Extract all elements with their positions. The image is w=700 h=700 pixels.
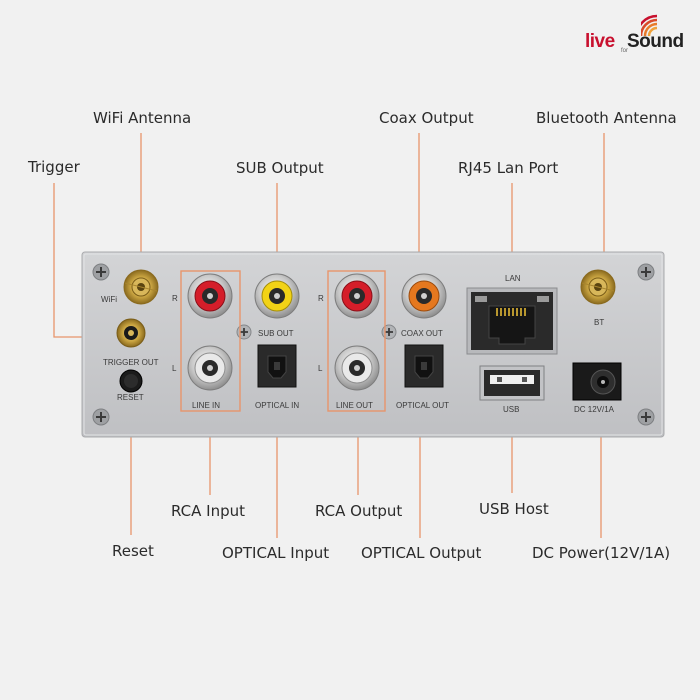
screw-icon: [381, 324, 397, 340]
label-wifi: WiFi: [101, 295, 117, 304]
label-reset: RESET: [117, 393, 144, 402]
label-l-out: L: [318, 364, 323, 373]
callout-sub-output: SUB Output: [236, 159, 324, 177]
sub-out-jack: [254, 273, 300, 319]
bt-antenna-connector: [580, 269, 616, 305]
callout-rca-input: RCA Input: [171, 502, 246, 520]
label-sub-out: SUB OUT: [258, 329, 294, 338]
label-l-in: L: [172, 364, 177, 373]
rca-output-left-jack: [334, 345, 380, 391]
callout-wifi-antenna: WiFi Antenna: [93, 109, 192, 127]
callout-reset: Reset: [112, 542, 154, 560]
brand-for: for: [621, 48, 629, 54]
rca-output-highlight: [327, 270, 386, 412]
label-r-out: R: [318, 294, 324, 303]
optical-in-port: [257, 344, 297, 388]
callout-rj45: RJ45 Lan Port: [458, 159, 559, 177]
callout-trigger: Trigger: [28, 158, 80, 176]
callout-bluetooth-antenna: Bluetooth Antenna: [536, 109, 677, 127]
brand-sound: Sound: [627, 31, 684, 52]
dc-power-jack: [572, 362, 622, 401]
callout-usb-host: USB Host: [479, 500, 549, 518]
brand-logo: live for Sound: [585, 14, 690, 58]
rca-input-highlight: [180, 270, 241, 412]
label-usb: USB: [503, 405, 519, 414]
callout-rca-output: RCA Output: [315, 502, 403, 520]
label-line-in: LINE IN: [192, 401, 220, 410]
label-coax-out: COAX OUT: [401, 329, 443, 338]
rca-input-left-jack: [187, 345, 233, 391]
label-optical-in: OPTICAL IN: [255, 401, 299, 410]
wifi-antenna-connector: [123, 269, 159, 305]
usb-host-port: [479, 365, 545, 401]
signal-waves-icon: [641, 14, 658, 37]
screw-icon: [92, 263, 110, 281]
screw-icon: [236, 324, 252, 340]
rca-input-right-jack: [187, 273, 233, 319]
trigger-out-jack: [116, 318, 146, 348]
screw-icon: [92, 408, 110, 426]
callout-coax-output: Coax Output: [379, 109, 474, 127]
label-trigger-out: TRIGGER OUT: [103, 358, 159, 367]
callout-dc-power: DC Power(12V/1A): [532, 544, 671, 562]
rj45-lan-port: [466, 287, 558, 355]
label-line-out: LINE OUT: [336, 401, 373, 410]
label-r-in: R: [172, 294, 178, 303]
screw-icon: [637, 408, 655, 426]
screw-icon: [637, 263, 655, 281]
label-lan: LAN: [505, 274, 521, 283]
rca-output-right-jack: [334, 273, 380, 319]
coax-out-jack: [401, 273, 447, 319]
label-dc: DC 12V/1A: [574, 405, 615, 414]
callout-optical-output: OPTICAL Output: [361, 544, 482, 562]
reset-button: [119, 369, 143, 393]
brand-live: live: [585, 31, 615, 52]
callout-optical-input: OPTICAL Input: [222, 544, 330, 562]
label-bt: BT: [594, 318, 604, 327]
optical-out-port: [404, 344, 444, 388]
label-optical-out: OPTICAL OUT: [396, 401, 449, 410]
